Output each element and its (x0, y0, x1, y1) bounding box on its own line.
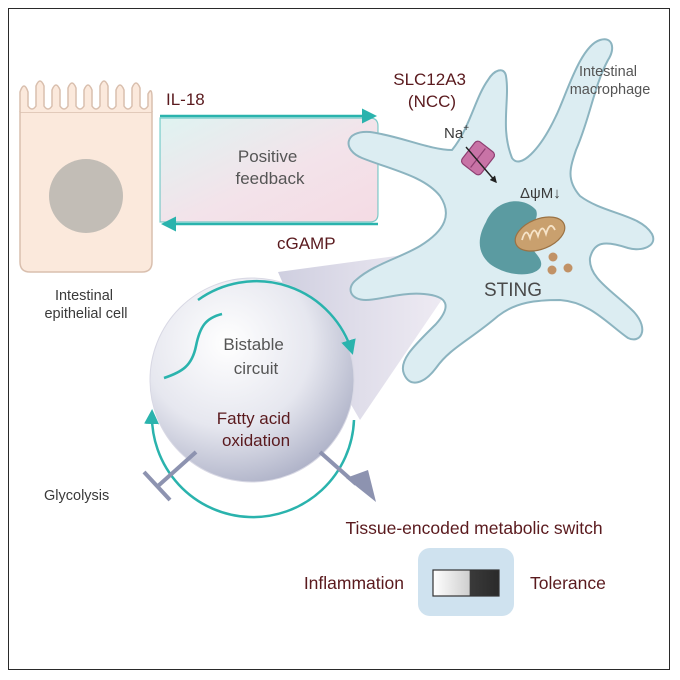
microvilli (19, 80, 153, 112)
fao-line1: Fatty acid (217, 409, 291, 428)
tolerance-label: Tolerance (530, 573, 606, 593)
membrane-potential-label: ΔψM↓ (520, 185, 561, 202)
cgamp-label: cGAMP (277, 234, 336, 253)
fao-line2: oxidation (222, 431, 290, 450)
down-arrow-icon: ↓ (553, 185, 561, 202)
vesicle-1 (548, 252, 558, 262)
circuit-arc-top (197, 280, 356, 355)
bistable-line2: circuit (234, 359, 279, 378)
figure-frame (8, 8, 670, 670)
na-text: Na (444, 125, 464, 142)
switch-title: Tissue-encoded metabolic switch (345, 518, 602, 538)
bistable-circuit-label: Bistable circuit (223, 335, 288, 378)
macrophage-nucleus (479, 201, 542, 275)
mitochondrion (514, 216, 566, 252)
na-label: Na+ (444, 123, 469, 142)
positive-feedback-line2: feedback (236, 169, 305, 188)
macrophage-label: Intestinal macrophage (570, 64, 651, 98)
fatty-acid-oxidation-label: Fatty acid oxidation (217, 409, 295, 450)
slc12a3-line2: (NCC) (408, 92, 456, 111)
slc12a3-line1: SLC12A3 (393, 70, 466, 89)
glycolysis-inhibition (142, 450, 198, 502)
intestinal-epithelial-cell (19, 80, 153, 273)
delta-psi-m-text: ΔψM (520, 185, 553, 202)
epithelial-nucleus (49, 159, 123, 233)
inflammation-label: Inflammation (304, 573, 404, 593)
epithelial-label-line1: Intestinal (55, 288, 113, 304)
na-superscript: + (463, 123, 469, 134)
switch-toggle[interactable] (432, 569, 500, 597)
vesicle-3 (547, 265, 557, 275)
sting-label: STING (484, 280, 542, 301)
switch-output-arrow (318, 450, 376, 502)
positive-feedback-label: Positive feedback (236, 147, 305, 188)
circuit-arc-bottom (144, 409, 356, 519)
bistable-curve-icon (163, 312, 223, 380)
epithelial-label-line2: epithelial cell (44, 306, 127, 322)
vesicle-2 (563, 263, 573, 273)
slc12a3-label: SLC12A3 (NCC) (393, 70, 471, 111)
positive-feedback-loop (159, 108, 379, 232)
macrophage-label-line2: macrophage (570, 82, 651, 98)
il18-label: IL-18 (166, 90, 205, 109)
positive-feedback-line1: Positive (238, 147, 298, 166)
sodium-influx-arrow (465, 146, 497, 184)
intestinal-macrophage (347, 38, 655, 384)
bistable-line1: Bistable (223, 335, 283, 354)
bistable-circuit-sphere (144, 277, 356, 519)
macrophage-label-line1: Intestinal (579, 64, 637, 80)
epithelial-cell-label: Intestinal epithelial cell (44, 288, 127, 322)
glycolysis-label: Glycolysis (44, 488, 109, 504)
